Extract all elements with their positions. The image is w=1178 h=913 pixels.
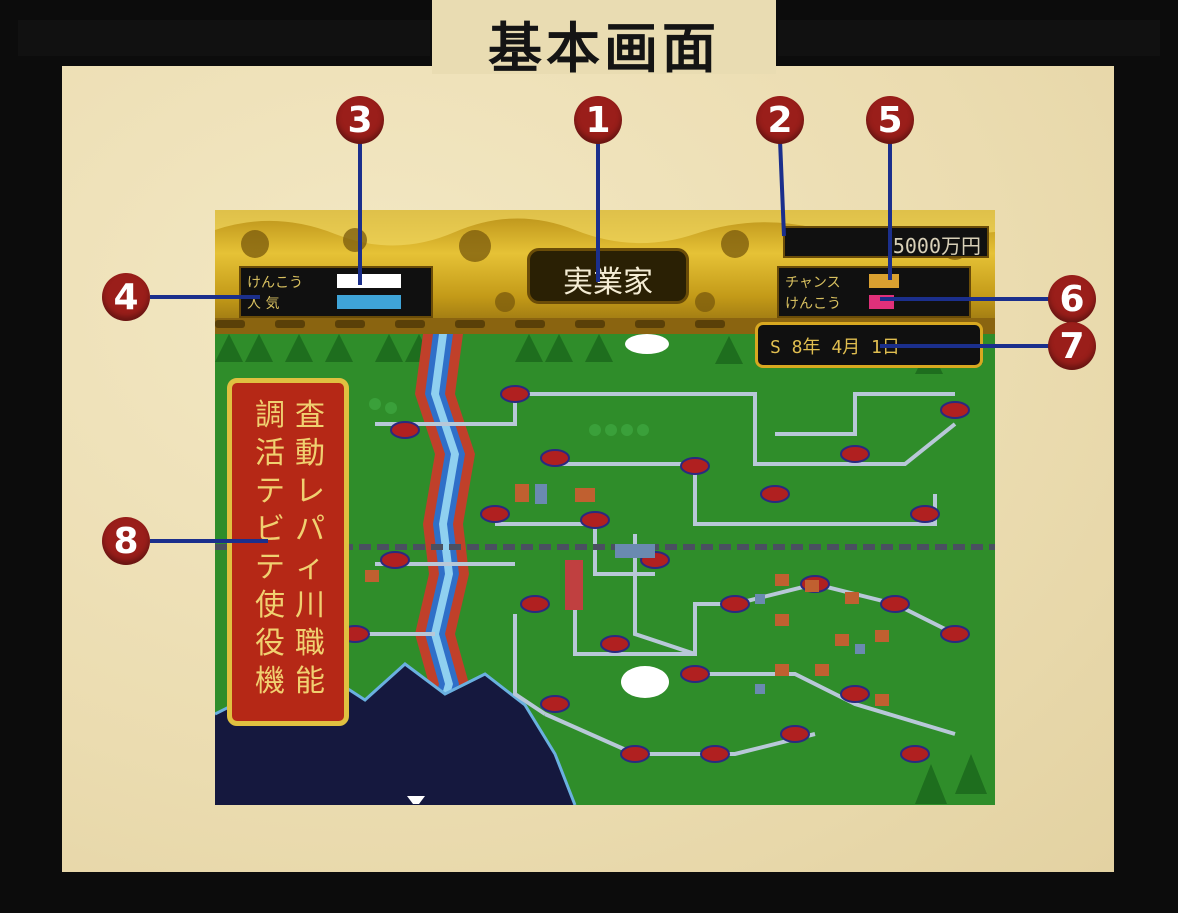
callout-marker-4: 4: [102, 273, 150, 321]
job-title: 実業家: [563, 265, 653, 300]
popularity-gauge: [337, 295, 401, 309]
menu-item[interactable]: 役: [255, 626, 285, 661]
money-value: 5000万円: [892, 234, 981, 258]
menu-item[interactable]: ビ: [255, 512, 285, 547]
callout-marker-5: 5: [866, 96, 914, 144]
callout-number: 3: [347, 100, 373, 141]
callout-marker-6: 6: [1048, 275, 1096, 323]
date-display: S 8年 4月 1日: [755, 322, 983, 368]
menu-item[interactable]: ィ: [295, 550, 325, 585]
command-menu[interactable]: 調 査 活 動 テ レ ビ パ テ ィ 使 川 役 職 機 能: [227, 378, 349, 726]
menu-item[interactable]: レ: [295, 474, 325, 509]
callout-marker-2: 2: [756, 96, 804, 144]
menu-item[interactable]: 能: [295, 664, 325, 699]
menu-item[interactable]: テ: [255, 550, 285, 585]
callout-number: 4: [113, 277, 139, 318]
health-label-right: けんこう: [785, 296, 841, 312]
menu-item[interactable]: 動: [295, 436, 325, 471]
callout-number: 1: [585, 100, 611, 141]
chance-label: チャンス: [785, 275, 841, 291]
menu-item[interactable]: 機: [255, 664, 285, 699]
title-strip: [432, 0, 776, 74]
page-title: 基本画面: [488, 17, 720, 80]
date-value: S 8年 4月 1日: [770, 337, 900, 358]
job-title-plaque: 実業家: [527, 248, 689, 304]
chance-gauge: [869, 274, 899, 288]
health-gauge-right: [869, 295, 895, 309]
callout-marker-1: 1: [574, 96, 622, 144]
chance-health-panel: チャンス けんこう: [777, 266, 971, 318]
title-bar-right: [778, 20, 1160, 56]
money-display: 5000万円: [783, 226, 989, 258]
callout-number: 6: [1059, 279, 1085, 320]
callout-marker-7: 7: [1048, 322, 1096, 370]
callout-marker-3: 3: [336, 96, 384, 144]
health-label: けんこう: [247, 275, 303, 291]
menu-item[interactable]: 調: [255, 398, 285, 433]
status-hud: 実業家 けんこう 人 気 5000万円 チャンス けんこう: [215, 210, 995, 334]
callout-number: 8: [113, 521, 139, 562]
callout-number: 5: [877, 100, 903, 141]
menu-item[interactable]: パ: [295, 512, 325, 547]
popularity-label: 人 気: [247, 296, 280, 312]
title-bar-left: [18, 20, 430, 56]
health-popularity-panel: けんこう 人 気: [239, 266, 433, 318]
health-gauge: [337, 274, 401, 288]
callout-number: 2: [767, 100, 793, 141]
menu-item[interactable]: テ: [255, 474, 285, 509]
menu-item[interactable]: 川: [295, 588, 325, 623]
menu-item[interactable]: 職: [295, 626, 325, 661]
callout-number: 7: [1059, 326, 1085, 367]
callout-marker-8: 8: [102, 517, 150, 565]
command-menu-grid: 調 査 活 動 テ レ ビ パ テ ィ 使 川 役 職 機 能: [250, 397, 330, 707]
menu-item[interactable]: 査: [295, 398, 325, 433]
menu-item[interactable]: 使: [255, 588, 285, 623]
game-screen: 実業家 けんこう 人 気 5000万円 チャンス けんこう: [215, 210, 995, 805]
menu-item[interactable]: 活: [255, 436, 285, 471]
